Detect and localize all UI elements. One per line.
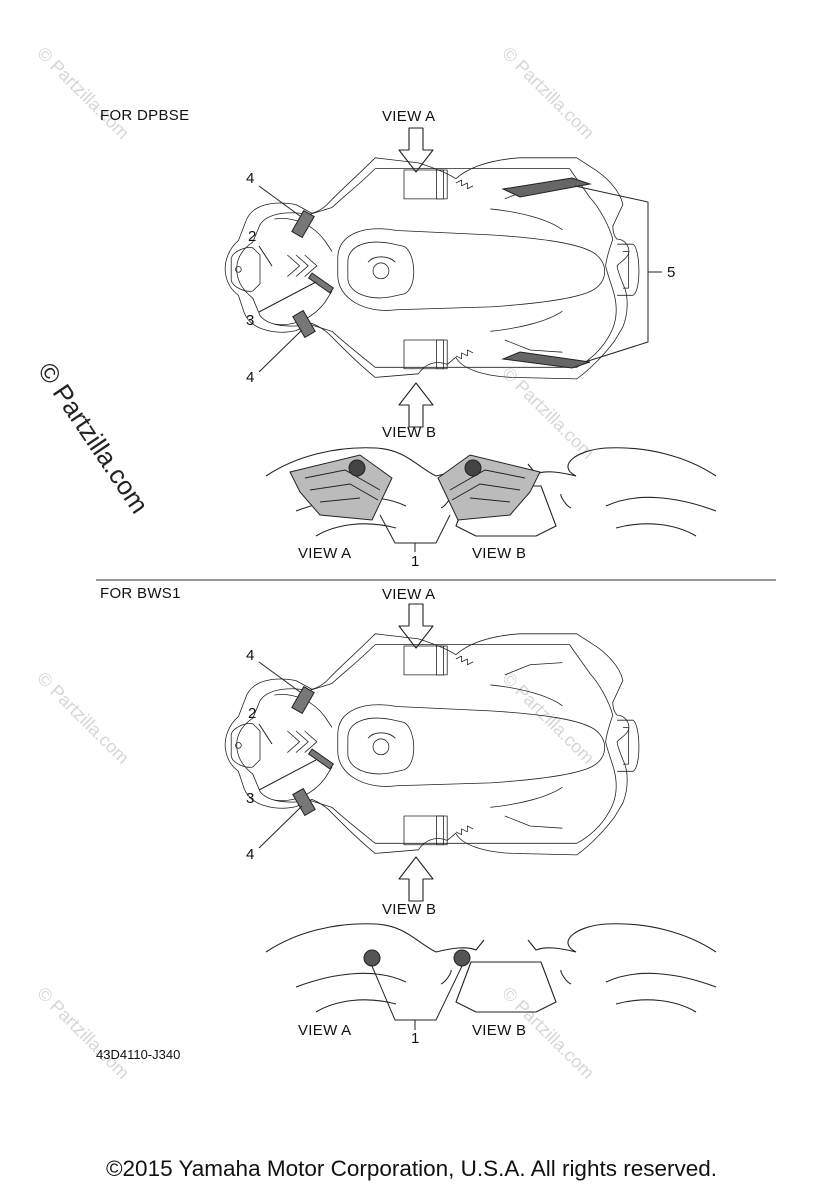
callout-1: 1 (411, 1030, 420, 1047)
section-heading: FOR BWS1 (100, 585, 181, 602)
front-view-dpbse (265, 447, 717, 552)
callout-4-lower: 4 (246, 369, 255, 386)
callout-5: 5 (667, 264, 676, 281)
view-b-label: VIEW B (382, 424, 437, 441)
decal-4-lower (292, 309, 316, 339)
decal-5-upper (501, 177, 592, 198)
bottom-view-a-label: VIEW A (298, 1022, 352, 1039)
view-arrow-icon (398, 127, 434, 173)
yamaha-tuning-fork-emblem (464, 459, 482, 477)
decal-3 (307, 748, 335, 770)
view-arrow-icon (398, 856, 434, 902)
callout-3: 3 (246, 312, 255, 329)
atv-top-view-dpbse (224, 157, 640, 380)
decal-4-upper (291, 685, 315, 715)
decal-4-lower (292, 787, 316, 817)
callout-4-upper: 4 (246, 170, 255, 187)
decal-5-lower (501, 351, 591, 369)
callout-4-upper: 4 (246, 647, 255, 664)
callout-4-lower: 4 (246, 846, 255, 863)
atv-top-view-bws1 (224, 633, 640, 856)
view-b-label: VIEW B (382, 901, 437, 918)
view-arrow-icon (398, 603, 434, 649)
yamaha-tuning-fork-emblem (453, 949, 471, 967)
callout-2: 2 (248, 228, 257, 245)
view-a-label: VIEW A (382, 586, 436, 603)
yamaha-tuning-fork-emblem (348, 459, 366, 477)
callout-2: 2 (248, 705, 257, 722)
section-heading: FOR DPBSE (100, 107, 190, 124)
yamaha-tuning-fork-emblem (363, 949, 381, 967)
callout-1: 1 (411, 553, 420, 570)
view-arrow-icon (398, 382, 434, 428)
bottom-view-b-label: VIEW B (472, 545, 527, 562)
front-view-bws1 (265, 923, 717, 1030)
decal-3 (307, 272, 335, 294)
decal-4-upper (291, 209, 315, 239)
view-a-label: VIEW A (382, 108, 436, 125)
bottom-view-a-label: VIEW A (298, 545, 352, 562)
bottom-view-b-label: VIEW B (472, 1022, 527, 1039)
figure-code: 43D4110-J340 (96, 1047, 181, 1062)
copyright-footer: ©2015 Yamaha Motor Corporation, U.S.A. A… (105, 1156, 718, 1181)
callout-3: 3 (246, 790, 255, 807)
